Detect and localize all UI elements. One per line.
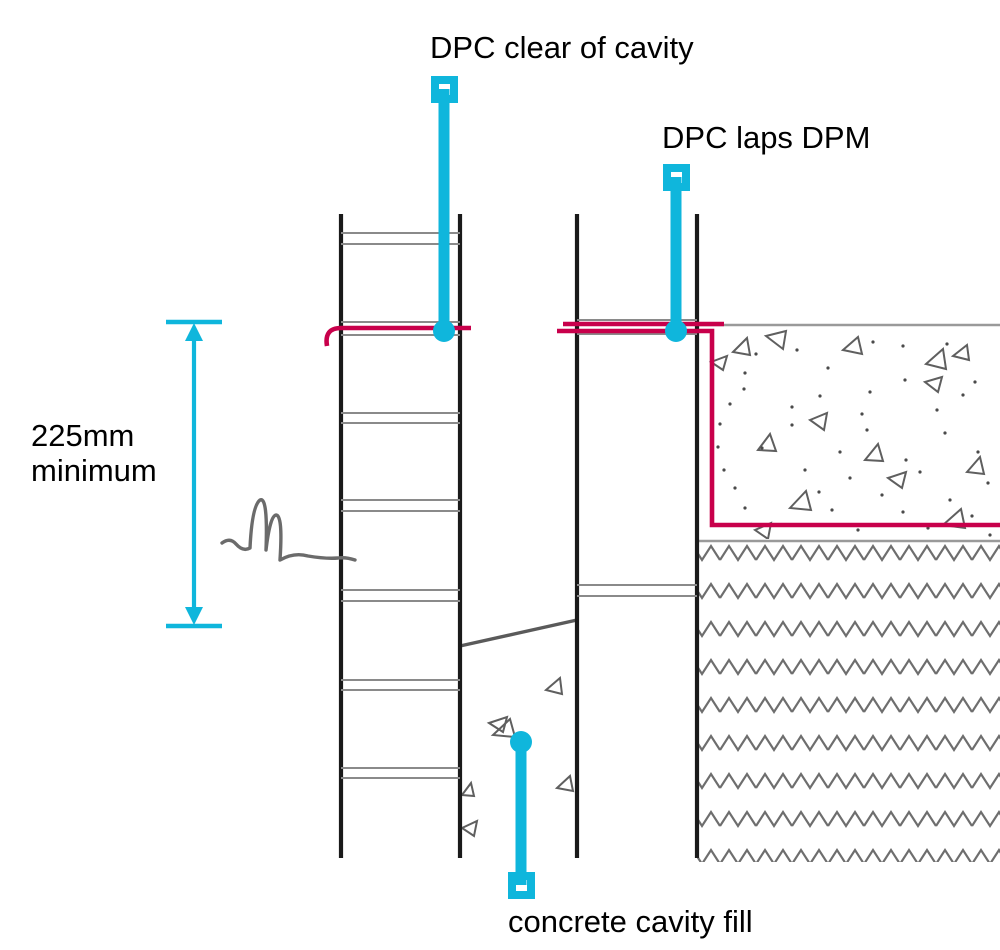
dpc-inner-leaf-line (324, 325, 471, 347)
leader-dot-marker-concrete-cavity-fill (510, 731, 532, 753)
concrete-slab-region (697, 324, 1000, 539)
cavity-fill-top-diagonal (459, 618, 578, 648)
leader-square-marker-dpc-laps-dpm[interactable] (663, 164, 690, 191)
annotation-label-concrete-cavity-fill: concrete cavity fill (508, 904, 753, 939)
leader-dot-marker-dpc-laps-dpm (665, 320, 687, 342)
leader-square-marker-dpc-clear-of-cavity[interactable] (431, 76, 458, 103)
floor-break-line (220, 498, 357, 562)
annotation-dpc-laps-dpm[interactable]: DPC laps DPM (662, 120, 870, 342)
dpm-membrane-line (557, 328, 1000, 528)
annotation-label-dpc-laps-dpm: DPC laps DPM (662, 120, 870, 155)
dimension-value-line-2: minimum (31, 453, 157, 488)
annotation-dpc-clear-of-cavity[interactable]: DPC clear of cavity (430, 30, 694, 342)
annotation-concrete-cavity-fill[interactable]: concrete cavity fill (508, 731, 753, 939)
cavity-fill-region (460, 676, 575, 838)
leader-square-marker-concrete-cavity-fill[interactable] (508, 872, 535, 899)
dimension-arrow-down-icon (185, 607, 203, 625)
dimension-value-line-1: 225mm (31, 418, 134, 453)
leader-dot-marker-dpc-clear-of-cavity (433, 320, 455, 342)
dimension-arrow-up-icon (185, 323, 203, 341)
dimension-225mm: 225mm minimum (31, 319, 222, 629)
annotation-label-dpc-clear-of-cavity: DPC clear of cavity (430, 30, 694, 65)
earth-hatch-region (697, 539, 1000, 862)
